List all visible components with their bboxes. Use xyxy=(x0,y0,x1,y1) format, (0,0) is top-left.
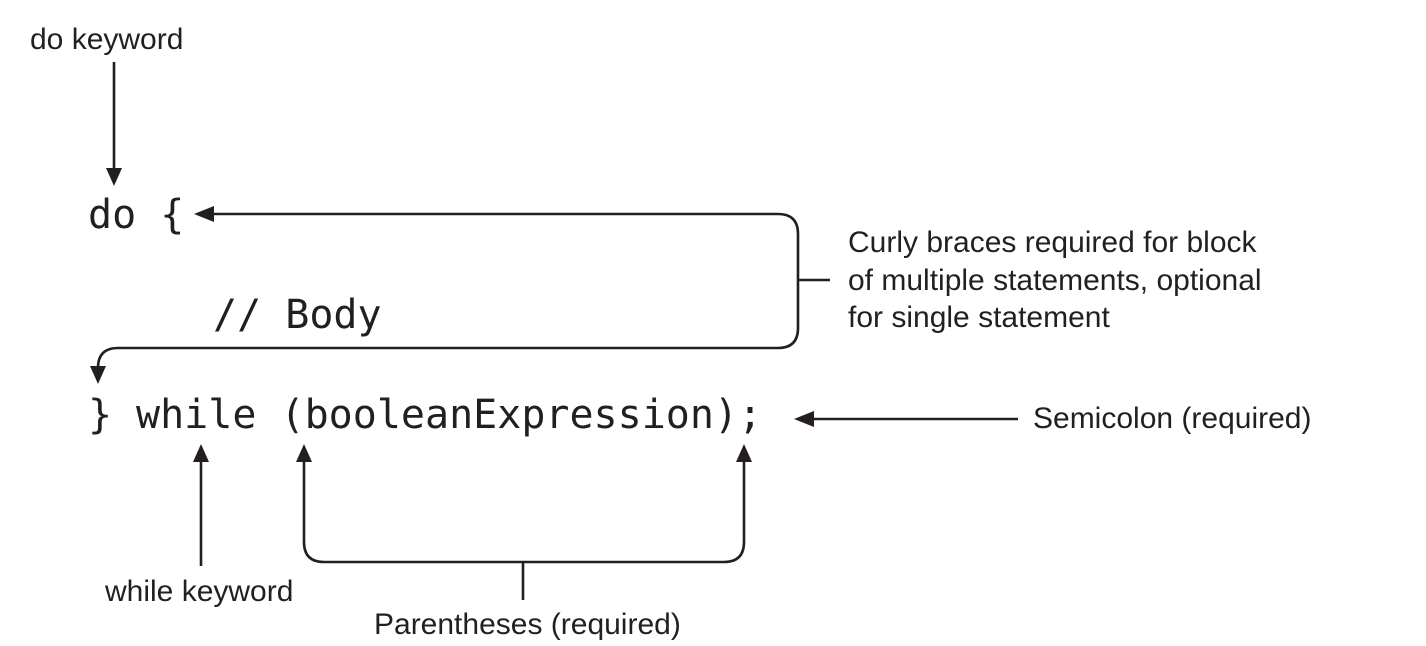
label-do-keyword: do keyword xyxy=(30,23,183,56)
label-curly-braces-line-1: Curly braces required for block xyxy=(848,226,1258,259)
label-semicolon: Semicolon (required) xyxy=(1033,402,1311,435)
curly-braces-bracket xyxy=(90,206,830,384)
do-keyword-arrow xyxy=(106,62,122,186)
arrow-to-close-paren xyxy=(736,444,752,462)
parentheses-bracket xyxy=(296,444,752,600)
semicolon-arrow xyxy=(794,411,1018,427)
arrow-to-open-brace xyxy=(194,206,214,222)
code-line-body: // Body xyxy=(213,292,382,338)
label-curly-braces-line-3: for single statement xyxy=(848,301,1110,334)
label-while-keyword: while keyword xyxy=(104,575,293,608)
arrow-to-open-paren xyxy=(296,444,312,462)
label-parentheses: Parentheses (required) xyxy=(374,608,681,641)
label-curly-braces-line-2: of multiple statements, optional xyxy=(848,264,1262,297)
code-line-do: do { xyxy=(88,192,184,238)
arrow-to-close-brace xyxy=(90,366,106,384)
while-keyword-arrow xyxy=(193,444,209,566)
code-closing-brace: } xyxy=(88,392,112,438)
code-line-while: while (booleanExpression); xyxy=(136,392,762,438)
